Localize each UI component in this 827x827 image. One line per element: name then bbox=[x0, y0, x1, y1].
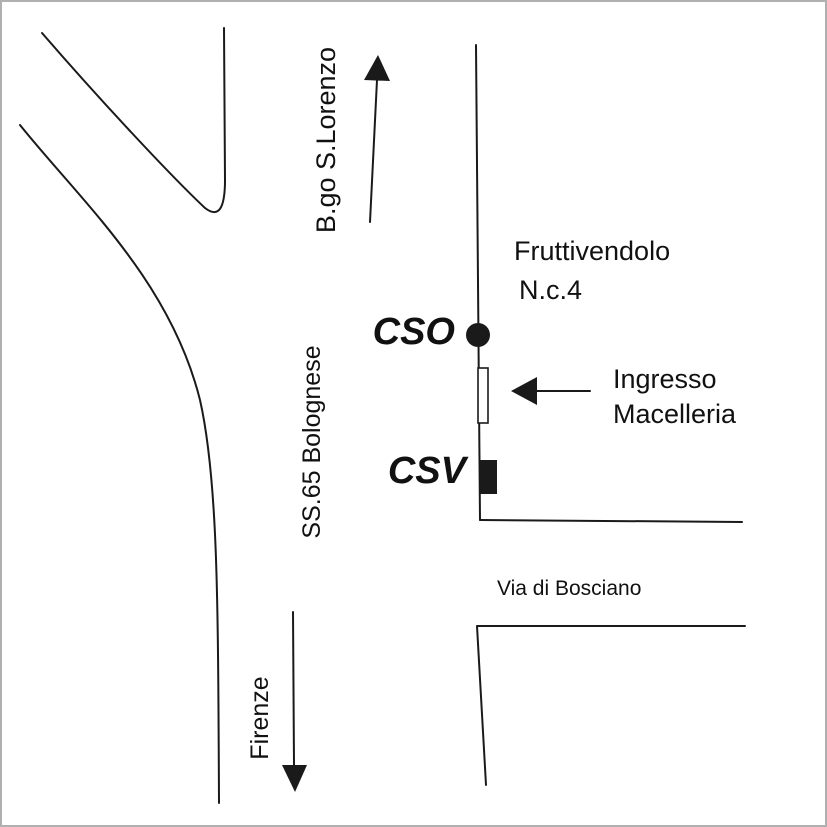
borgo-san-lorenzo-label: B.go S.Lorenzo bbox=[311, 47, 341, 233]
arrow-to-firenze bbox=[282, 611, 307, 792]
arrow-to-borgo bbox=[364, 55, 390, 223]
roads bbox=[19, 27, 746, 804]
cso-label: CSO bbox=[373, 311, 455, 353]
via-bosciano-label: Via di Bosciano bbox=[497, 577, 641, 600]
road-main-west-edge bbox=[19, 124, 220, 804]
ingresso-label: Ingresso bbox=[613, 364, 717, 394]
arrow-to-ingresso bbox=[511, 377, 591, 405]
via-bosciano-north-edge bbox=[479, 519, 743, 523]
ingresso-macelleria-marker bbox=[477, 367, 489, 424]
fruttivendolo-label: Fruttivendolo bbox=[514, 236, 670, 266]
csv-label: CSV bbox=[388, 450, 469, 492]
ss65-bolognese-label: SS.65 Bolognese bbox=[298, 345, 326, 538]
road-main-east-edge bbox=[475, 44, 481, 521]
via-bosciano-south-edge bbox=[476, 625, 746, 786]
firenze-label: Firenze bbox=[246, 676, 274, 759]
road-upper-left-edge bbox=[41, 27, 226, 214]
civic-number-label: N.c.4 bbox=[519, 275, 582, 305]
macelleria-label: Macelleria bbox=[613, 399, 737, 429]
cso-point-marker bbox=[466, 323, 490, 347]
csv-point-marker bbox=[479, 460, 497, 494]
